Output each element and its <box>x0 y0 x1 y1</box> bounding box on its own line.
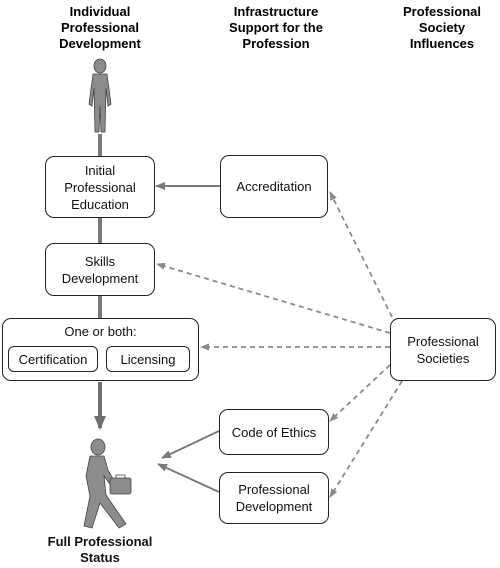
dashed-arrow-to-skills <box>156 262 391 334</box>
full-professional-status-label: Full Professional Status <box>47 534 153 565</box>
one-or-both-label: One or both: <box>64 324 137 339</box>
accreditation-box: Accreditation <box>220 155 328 218</box>
arrow-profdev-to-figure <box>157 463 220 493</box>
standing-professional-icon <box>88 58 112 133</box>
header-society-influences: Professional Society Influences <box>402 4 482 51</box>
arrow-ethics-to-figure <box>161 430 220 459</box>
walking-professional-with-briefcase-icon <box>83 438 132 529</box>
licensing-box: Licensing <box>106 346 190 372</box>
header-infrastructure-support: Infrastructure Support for the Professio… <box>229 4 323 51</box>
header-individual-development: Individual Professional Development <box>59 4 141 51</box>
initial-education-box: Initial Professional Education <box>45 156 155 218</box>
dashed-arrow-to-accreditation <box>329 191 397 326</box>
dashed-arrow-to-profdev <box>329 380 403 498</box>
dashed-arrow-to-ethics <box>329 364 391 422</box>
professional-development-box: Professional Development <box>219 472 329 524</box>
code-of-ethics-box: Code of Ethics <box>219 409 329 455</box>
certification-licensing-group: One or both: Certification Licensing <box>2 318 199 381</box>
skills-development-box: Skills Development <box>45 243 155 296</box>
professional-societies-box: Professional Societies <box>390 318 496 381</box>
certification-box: Certification <box>8 346 98 372</box>
